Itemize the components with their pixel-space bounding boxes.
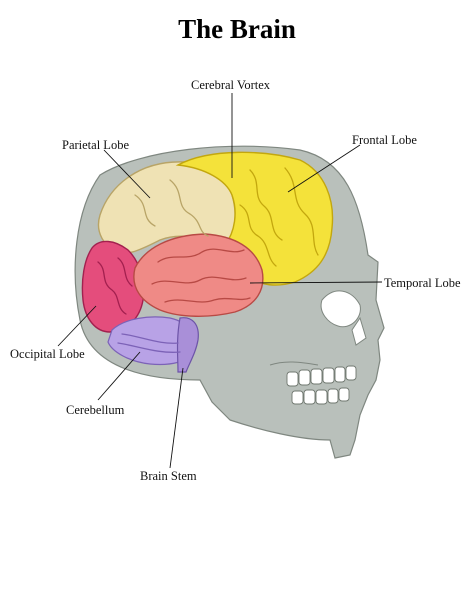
leader-frontal-lobe	[287, 144, 361, 193]
leader-lines	[57, 93, 383, 469]
label-occipital-lobe: Occipital Lobe	[10, 347, 85, 361]
leader-temporal-lobe	[249, 281, 383, 284]
teeth	[286, 365, 357, 405]
leader-occipital-lobe	[57, 305, 97, 347]
leader-cerebellum	[97, 351, 141, 401]
leader-parietal-lobe	[103, 149, 151, 199]
label-frontal-lobe: Frontal Lobe	[352, 133, 417, 147]
leader-brain-stem	[169, 367, 184, 469]
cheek-gap	[269, 361, 319, 366]
label-cerebellum: Cerebellum	[66, 403, 125, 417]
label-brain-stem: Brain Stem	[140, 469, 197, 483]
label-temporal-lobe: Temporal Lobe	[384, 276, 461, 290]
brain-folds	[97, 167, 319, 353]
label-parietal-lobe: Parietal Lobe	[62, 138, 129, 152]
label-cerebral-vortex: Cerebral Vortex	[191, 78, 271, 92]
eye-socket	[320, 290, 361, 328]
diagram-title: The Brain	[178, 14, 296, 44]
temporal-lobe	[133, 233, 264, 317]
brain-stem	[176, 317, 199, 373]
nasal-cavity	[351, 316, 367, 346]
